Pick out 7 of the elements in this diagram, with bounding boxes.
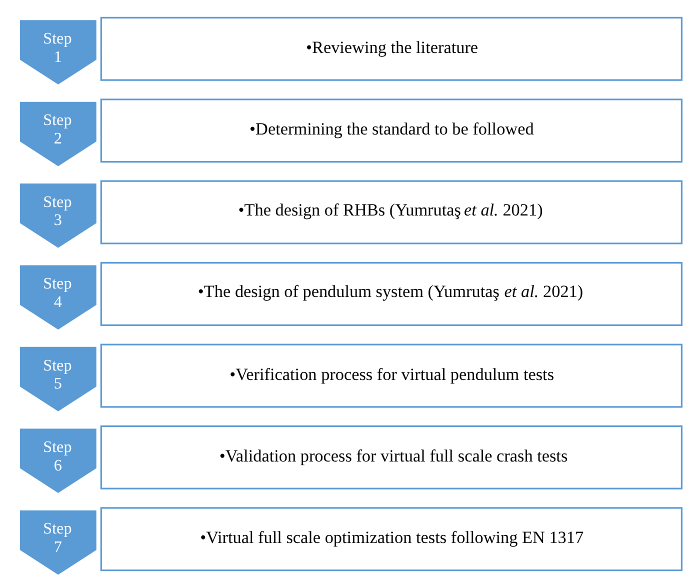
node-box: •The design of RHBs (Yumrutaş et al. 2021) [100, 180, 682, 244]
node-box: •The design of pendulum system (Yumrutaş et al. 2021) [100, 262, 682, 326]
node-box: •Validation process for virtual full scale crash tests [100, 425, 682, 490]
node-box: •Virtual full scale optimization tests following EN 1317 [100, 507, 682, 572]
node-box: •Reviewing the literature [100, 16, 682, 81]
node-box: •Determining the standard to be followed [100, 98, 682, 163]
node-box: •Verification process for virtual pendulum tests [100, 344, 682, 408]
